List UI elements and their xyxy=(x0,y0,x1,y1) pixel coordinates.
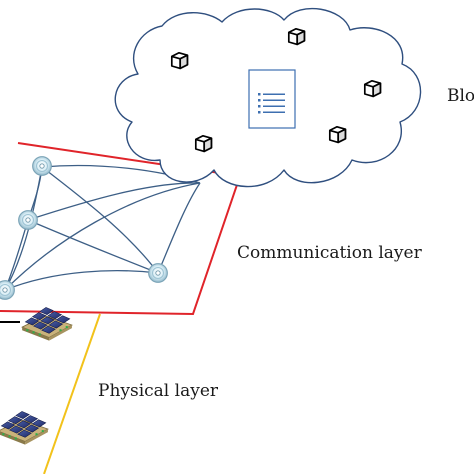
physical-layer-label: Physical layer xyxy=(98,381,219,401)
cube-icon xyxy=(287,27,306,46)
cube-icon xyxy=(170,51,189,70)
wireless-node-icon xyxy=(18,210,38,230)
wireless-node-icon xyxy=(32,156,52,176)
communication-layer-label: Communication layer xyxy=(237,243,422,263)
communication-layer-plane xyxy=(0,142,242,316)
network-links xyxy=(4,164,201,291)
cube-icon xyxy=(328,125,347,144)
wireless-node-icon xyxy=(148,263,168,283)
cube-icon xyxy=(194,134,213,153)
document-icon xyxy=(248,69,296,129)
blockchain-layer-label: Blo xyxy=(447,86,474,106)
wireless-node-icon xyxy=(0,280,15,300)
physical-layer-plane xyxy=(43,313,101,474)
cube-icon xyxy=(363,79,382,98)
solar-panel-icon xyxy=(0,410,49,446)
